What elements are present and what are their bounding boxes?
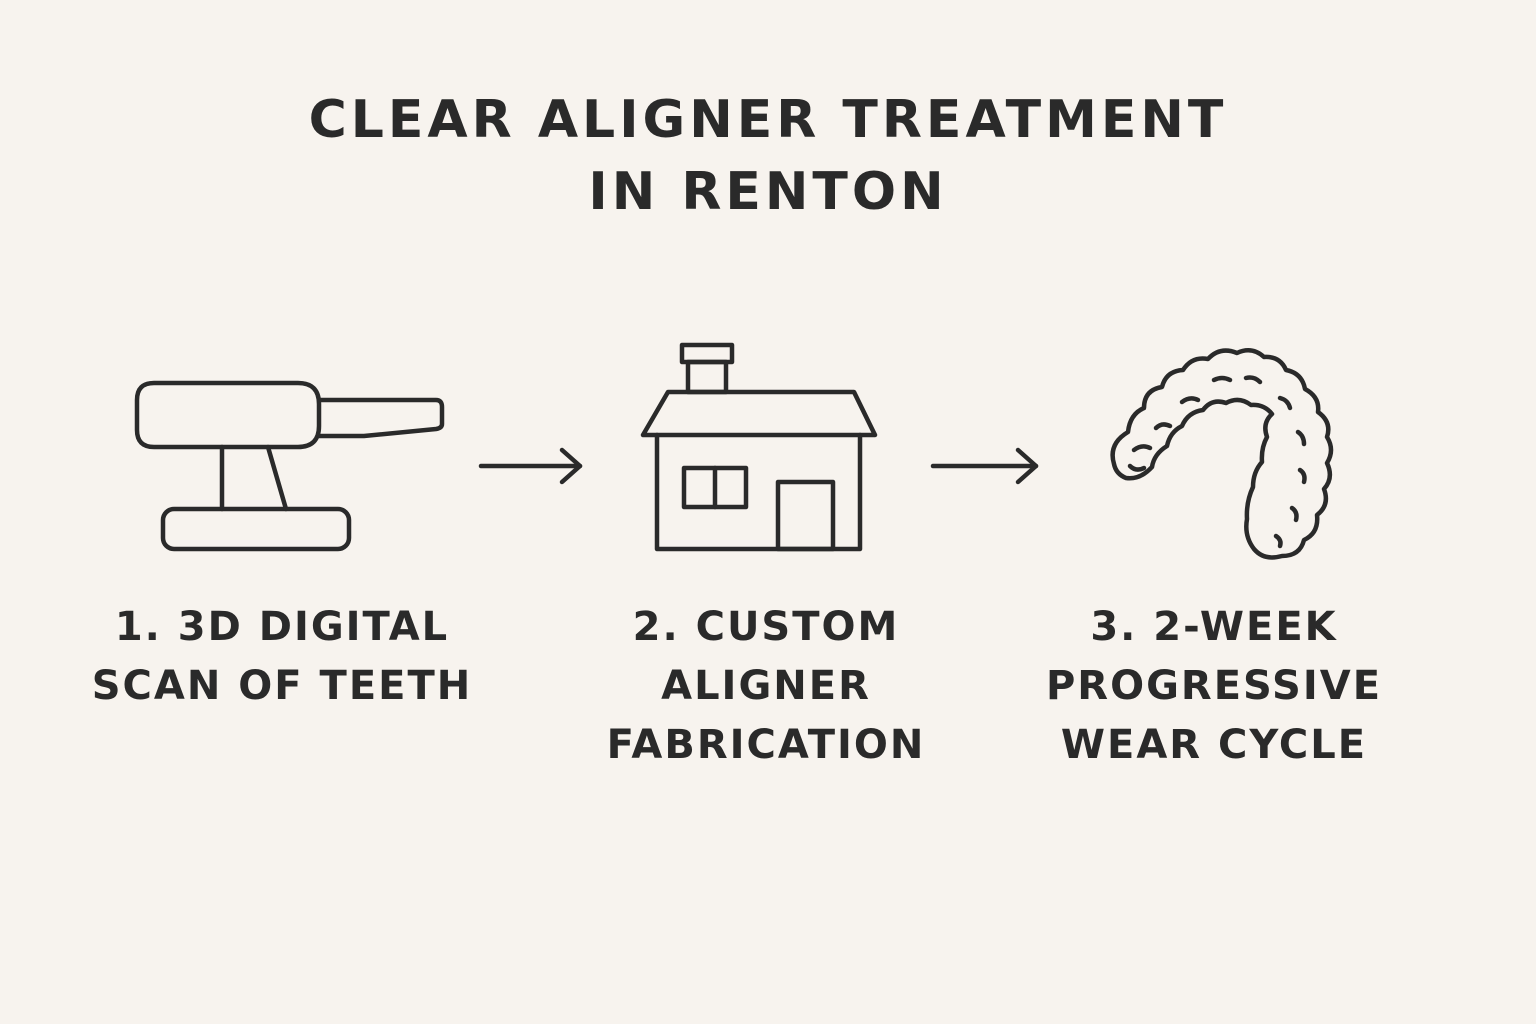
intraoral-scanner-icon [134, 380, 445, 552]
diagram-title-line-2: IN RENTON [588, 162, 948, 222]
step-3-label-line-1: 3. 2-WEEK [1090, 604, 1338, 650]
step-3-label: 3. 2-WEEK PROGRESSIVE WEAR CYCLE [1004, 598, 1424, 775]
step-2-label-line-2: ALIGNER [661, 663, 871, 709]
step-1-label-line-2: SCAN OF TEETH [91, 663, 473, 709]
arrow-right-icon [930, 447, 1039, 485]
step-1-label-line-1: 1. 3D DIGITAL [114, 604, 450, 650]
step-2-label-line-1: 2. CUSTOM [632, 604, 900, 650]
arrow-right-icon [478, 447, 583, 485]
step-2-label-line-3: FABRICATION [606, 722, 926, 768]
diagram-title-line-1: CLEAR ALIGNER TREATMENT [308, 90, 1228, 150]
step-3-label-line-3: WEAR CYCLE [1060, 722, 1368, 768]
diagram-title: CLEAR ALIGNER TREATMENT IN RENTON [0, 84, 1536, 228]
step-1-label: 1. 3D DIGITAL SCAN OF TEETH [72, 598, 492, 716]
clear-aligner-icon [1110, 348, 1334, 560]
step-3-label-line-2: PROGRESSIVE [1045, 663, 1383, 709]
fabrication-house-icon [640, 342, 878, 552]
step-2-label: 2. CUSTOM ALIGNER FABRICATION [556, 598, 976, 775]
